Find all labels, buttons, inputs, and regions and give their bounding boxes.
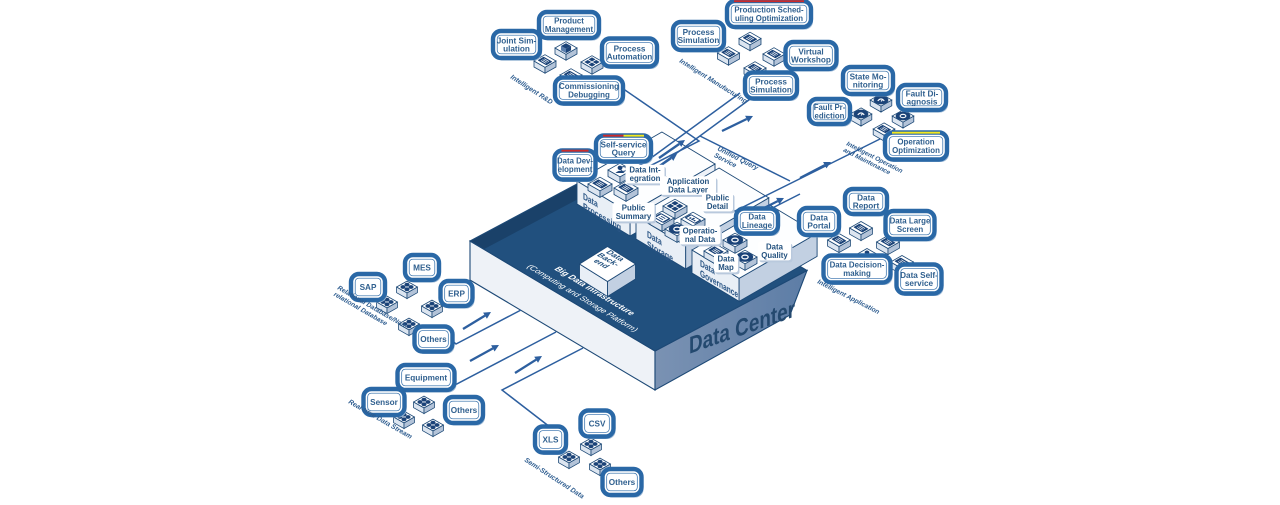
svg-text:end: end xyxy=(591,258,611,270)
svg-text:Data Self-: Data Self- xyxy=(900,271,938,280)
svg-text:SAP: SAP xyxy=(360,283,377,292)
svg-text:ediction: ediction xyxy=(815,111,845,120)
svg-text:Debugging: Debugging xyxy=(568,90,610,99)
svg-text:Data Decision-: Data Decision- xyxy=(830,261,885,270)
svg-text:Data: Data xyxy=(748,213,766,222)
svg-text:Report: Report xyxy=(853,202,880,211)
svg-text:Fault Pr-: Fault Pr- xyxy=(814,103,846,112)
svg-text:Screen: Screen xyxy=(897,225,923,234)
svg-text:making: making xyxy=(843,269,871,278)
svg-text:Product: Product xyxy=(554,17,584,26)
svg-text:Workshop: Workshop xyxy=(791,56,831,65)
svg-text:Operatio-: Operatio- xyxy=(683,227,718,236)
svg-text:uling Optimization: uling Optimization xyxy=(735,14,803,23)
svg-text:service: service xyxy=(905,279,934,288)
svg-text:Simulation: Simulation xyxy=(678,36,720,45)
svg-text:Data: Data xyxy=(718,255,736,264)
svg-text:Data: Data xyxy=(857,193,875,202)
svg-text:XLS: XLS xyxy=(543,435,559,444)
svg-text:Public: Public xyxy=(706,194,730,203)
svg-text:Operation: Operation xyxy=(897,138,934,147)
svg-text:Map: Map xyxy=(718,263,734,272)
svg-text:Quality: Quality xyxy=(761,251,788,260)
svg-text:Data: Data xyxy=(766,243,784,252)
svg-text:Equipment: Equipment xyxy=(405,373,448,382)
svg-text:Process: Process xyxy=(755,77,787,86)
svg-text:Application: Application xyxy=(667,177,710,186)
svg-text:Others: Others xyxy=(609,478,636,487)
svg-text:Lineage: Lineage xyxy=(742,221,773,230)
svg-text:elopment: elopment xyxy=(558,165,593,174)
svg-text:Process: Process xyxy=(683,28,715,37)
svg-text:Public: Public xyxy=(622,204,646,213)
svg-text:Automation: Automation xyxy=(607,53,652,62)
svg-text:Portal: Portal xyxy=(807,222,830,231)
svg-text:Fault Di-: Fault Di- xyxy=(906,89,939,98)
svg-text:Data Int-: Data Int- xyxy=(629,166,661,175)
svg-text:ulation: ulation xyxy=(503,45,530,54)
svg-text:Summary: Summary xyxy=(616,212,652,221)
svg-text:ERP: ERP xyxy=(448,289,465,298)
svg-text:Data Large: Data Large xyxy=(890,217,931,226)
svg-text:Data Layer: Data Layer xyxy=(668,185,708,194)
svg-text:nal Data: nal Data xyxy=(685,235,716,244)
svg-text:Management: Management xyxy=(545,25,594,34)
svg-text:MES: MES xyxy=(413,263,431,272)
svg-text:Data: Data xyxy=(810,213,828,222)
svg-text:Others: Others xyxy=(451,406,478,415)
svg-text:Others: Others xyxy=(420,335,447,344)
svg-text:Self-service: Self-service xyxy=(601,140,647,149)
svg-text:egration: egration xyxy=(630,174,661,183)
svg-text:nitoring: nitoring xyxy=(853,81,883,90)
svg-text:Detail: Detail xyxy=(707,202,728,211)
svg-text:State Mo-: State Mo- xyxy=(850,72,887,81)
svg-text:Commissioning: Commissioning xyxy=(559,82,619,91)
svg-text:Process: Process xyxy=(614,44,646,53)
svg-text:CSV: CSV xyxy=(589,419,606,428)
svg-text:Production Sched-: Production Sched- xyxy=(734,6,804,15)
svg-text:Query: Query xyxy=(612,149,636,158)
svg-text:agnosis: agnosis xyxy=(907,98,938,107)
svg-text:Sensor: Sensor xyxy=(370,398,399,407)
svg-text:Virtual: Virtual xyxy=(798,47,823,56)
svg-text:Joint Sim-: Joint Sim- xyxy=(497,36,537,45)
svg-text:Data Dev-: Data Dev- xyxy=(557,157,593,166)
svg-text:Optimization: Optimization xyxy=(892,146,940,155)
svg-text:Simulation: Simulation xyxy=(750,86,792,95)
